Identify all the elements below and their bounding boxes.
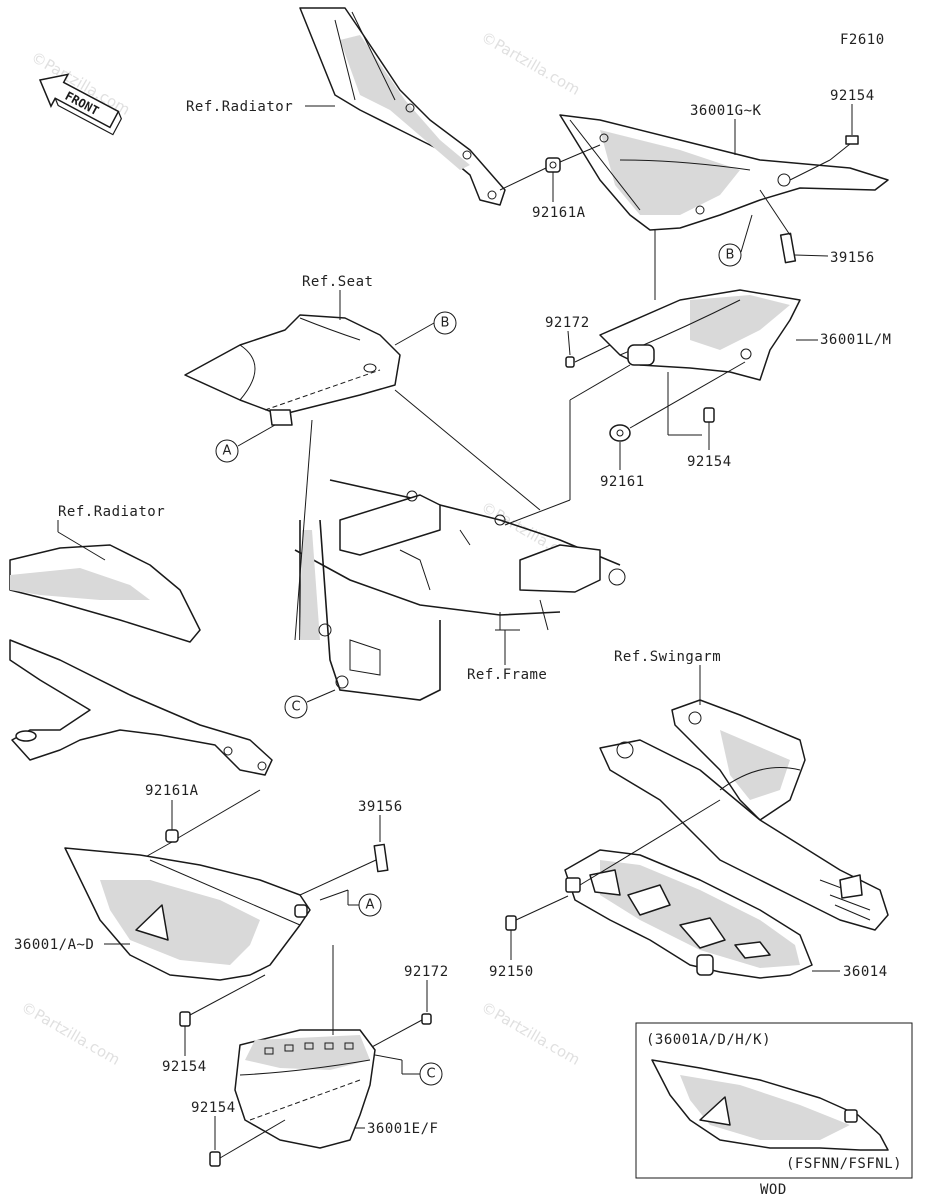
callout-A-seat: A (215, 439, 239, 463)
grommet-92161A-top-icon (545, 157, 561, 173)
bolt-92154-low-icon (179, 1011, 191, 1027)
watermark-2: ©Partzilla.com (478, 28, 583, 99)
bolt-92154-top-icon (829, 135, 859, 161)
inset-variant: (FSFNN/FSFNL) (786, 1156, 902, 1172)
screw-92172-top-icon (565, 356, 575, 368)
seat-ref (184, 314, 401, 426)
part-92154-mid-label: 92154 (687, 454, 732, 470)
svg-text:A: A (223, 444, 232, 459)
screw-92172-low-icon (421, 1013, 432, 1025)
part-92154-low-label: 92154 (162, 1059, 207, 1075)
callout-B-seat: B (433, 311, 457, 335)
figure-code: F2610 (840, 32, 885, 48)
variant-inset: (36001A/D/H/K) (FSFNN/FSFNL) (635, 1022, 913, 1179)
part-92150-label: 92150 (489, 964, 534, 980)
callout-C-lower: C (419, 1062, 443, 1086)
bolt-92154-mid-icon (703, 407, 715, 423)
ref-swingarm-label: Ref.Swingarm (614, 649, 721, 665)
ref-radiator-left-label: Ref.Radiator (58, 504, 165, 520)
chain-guard (564, 849, 813, 979)
part-36001L-M-label: 36001L/M (820, 332, 891, 348)
watermark-5: ©Partzilla.com (478, 998, 583, 1069)
callout-A-lower: A (358, 893, 382, 917)
swingarm-ref (599, 699, 889, 931)
part-92172-low-label: 92172 (404, 964, 449, 980)
watermark-4: ©Partzilla.com (18, 998, 123, 1069)
bolt-92150-icon (505, 915, 517, 931)
footer-code: WOD (760, 1182, 787, 1198)
callout-C-frame: C (284, 695, 308, 719)
part-36014-label: 36014 (843, 964, 888, 980)
side-cover-middle (599, 289, 801, 381)
callout-B-top: B (718, 243, 742, 267)
svg-text:B: B (441, 316, 450, 331)
side-cover-upper (559, 114, 889, 231)
part-92161A-top-label: 92161A (532, 205, 586, 221)
ref-seat-label: Ref.Seat (302, 274, 373, 290)
svg-text:C: C (291, 700, 300, 715)
part-39156-low-label: 39156 (358, 799, 403, 815)
inset-title: (36001A/D/H/K) (646, 1032, 771, 1048)
radiator-shroud-ref-top (299, 7, 506, 206)
part-92172-top-label: 92172 (545, 315, 590, 331)
part-36001E-F-label: 36001E/F (367, 1121, 438, 1137)
part-92154-bottom-label: 92154 (191, 1100, 236, 1116)
radiator-shroud-ref-left (9, 544, 273, 776)
part-39156-top-label: 39156 (830, 250, 875, 266)
part-92154-top-label: 92154 (830, 88, 875, 104)
pad-39156-top-icon (779, 232, 797, 264)
grommet-92161-icon (609, 424, 631, 442)
grommet-92161A-low-icon (165, 829, 179, 843)
frame-ref (294, 479, 626, 701)
part-92161A-low-label: 92161A (145, 783, 199, 799)
side-cover-lower-rear (234, 1029, 376, 1149)
svg-text:A: A (366, 898, 375, 913)
part-36001-A-D-label: 36001/A~D (14, 937, 94, 953)
side-cover-lower-left (64, 847, 311, 981)
svg-text:B: B (726, 248, 735, 263)
bolt-92154-bottom-icon (209, 1151, 221, 1167)
svg-text:C: C (426, 1067, 435, 1082)
part-36001G-K-label: 36001G~K (690, 103, 762, 119)
ref-frame-label: Ref.Frame (467, 667, 547, 683)
part-92161-label: 92161 (600, 474, 645, 490)
pad-39156-low-icon (373, 843, 389, 873)
ref-radiator-top-label: Ref.Radiator (186, 99, 293, 115)
